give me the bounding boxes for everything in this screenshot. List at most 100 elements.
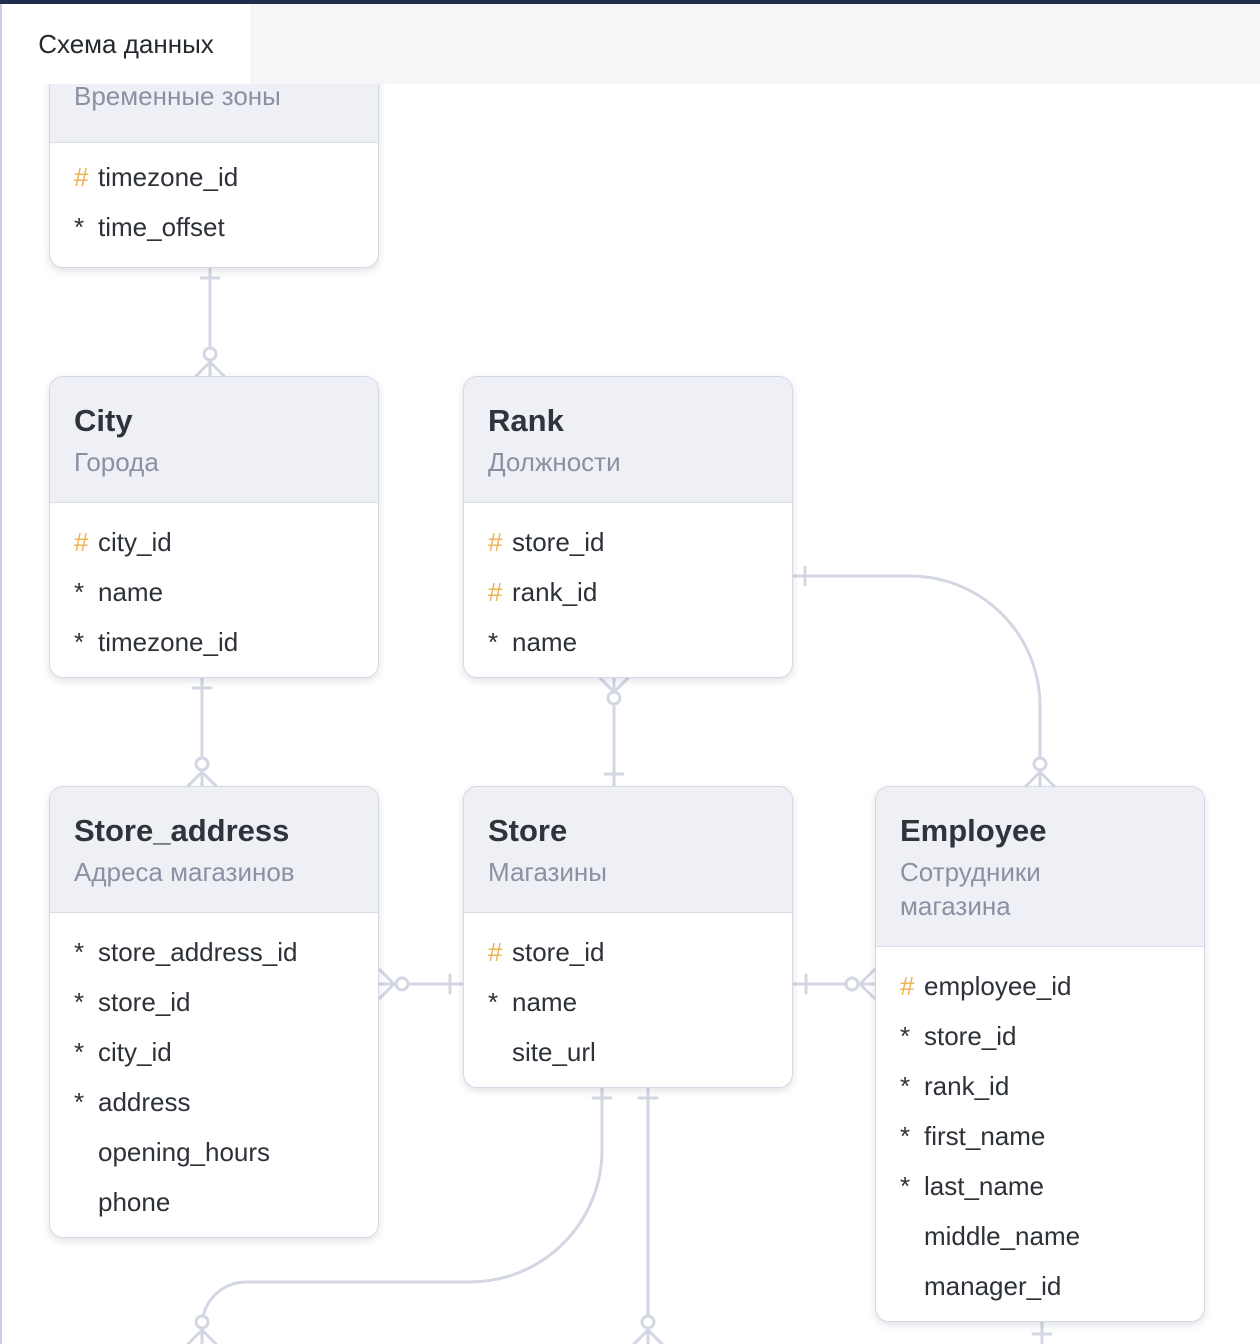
primary-key-marker: # — [74, 162, 89, 192]
attribute-row[interactable]: * city_id — [74, 1027, 354, 1077]
attribute-row[interactable]: * first_name — [900, 1111, 1180, 1161]
attribute-name: store_id — [512, 527, 605, 557]
required-marker: * — [900, 1171, 911, 1201]
link-rank-employee — [792, 565, 1056, 788]
entity-store[interactable]: Store Магазины # store_id * name site_url — [463, 786, 793, 1088]
attribute-name: manager_id — [924, 1271, 1062, 1301]
attribute-name: opening_hours — [98, 1137, 271, 1167]
attribute-list: # timezone_id * time_offset — [50, 143, 378, 252]
required-marker: * — [74, 627, 85, 657]
required-marker: * — [900, 1021, 911, 1051]
attribute-row[interactable]: # city_id — [74, 517, 354, 567]
entity-subtitle: Города — [74, 447, 159, 477]
attribute-row[interactable]: #employee_id — [900, 961, 1180, 1011]
attribute-list: #employee_id * store_id * rank_id * first_name… — [876, 947, 1204, 1311]
entity-name: Store — [488, 813, 568, 848]
attribute-row[interactable]: manager_id — [900, 1261, 1180, 1311]
entity-subtitle: Временные зоны — [74, 81, 281, 111]
attribute-row[interactable]: * last_name — [900, 1161, 1180, 1211]
attribute-name: rank_id — [924, 1071, 1010, 1101]
required-marker: * — [74, 212, 85, 242]
attribute-name: name — [98, 577, 164, 607]
required-marker: * — [74, 577, 85, 607]
link-store-lower-middle — [632, 1086, 664, 1344]
attribute-name: timezone_id — [98, 162, 239, 192]
attribute-name: rank_id — [512, 577, 598, 607]
entity-name: Store_address — [74, 813, 290, 848]
attribute-row[interactable]: # rank_id — [488, 567, 768, 617]
attribute-row[interactable]: site_url — [488, 1027, 768, 1077]
attribute-row[interactable]: * store_address_id — [74, 927, 354, 977]
attribute-row[interactable]: * store_id — [74, 977, 354, 1027]
attribute-name: name — [512, 987, 578, 1017]
entity-subtitle: Магазины — [488, 857, 607, 887]
link-store-store-address — [378, 968, 464, 1000]
attribute-row[interactable]: # store_id — [488, 927, 768, 977]
attribute-name: city_id — [98, 1037, 172, 1067]
link-rank-store — [598, 676, 630, 788]
entity-subtitle: Сотрудники магазина — [900, 857, 1041, 921]
attribute-name: store_address_id — [98, 937, 298, 967]
required-marker: * — [488, 627, 499, 657]
entity-rank[interactable]: Rank Должности # store_id # rank_id * name — [463, 376, 793, 678]
attribute-name: address — [98, 1087, 191, 1117]
attribute-name: store_id — [98, 987, 191, 1017]
required-marker: * — [900, 1121, 911, 1151]
required-marker: * — [74, 1037, 85, 1067]
entity-store-address[interactable]: Store_address Адреса магазинов * store_ad… — [49, 786, 379, 1238]
attribute-row[interactable]: # store_id — [488, 517, 768, 567]
attribute-list: # store_id # rank_id * name — [464, 503, 792, 667]
attribute-name: middle_name — [924, 1221, 1081, 1251]
required-marker: * — [900, 1071, 911, 1101]
primary-key-marker: # — [488, 527, 503, 557]
required-marker: * — [74, 937, 85, 967]
link-store-lower-left — [186, 1086, 613, 1344]
required-marker: * — [74, 987, 85, 1017]
attribute-row[interactable]: # timezone_id — [74, 152, 354, 202]
attribute-row[interactable]: *address — [74, 1077, 354, 1127]
attribute-name: time_offset — [98, 212, 225, 242]
attribute-row[interactable]: middle_name — [900, 1211, 1180, 1261]
primary-key-marker: # — [74, 527, 89, 557]
tab-data-schema[interactable]: Схема данных — [2, 4, 250, 84]
attribute-name: store_id — [924, 1021, 1017, 1051]
attribute-row[interactable]: * name — [488, 617, 768, 667]
entity-name: Rank — [488, 403, 564, 438]
entity-name: City — [74, 403, 133, 438]
panel-border — [0, 4, 2, 1344]
attribute-row[interactable]: phone — [74, 1177, 354, 1227]
attribute-name: city_id — [98, 527, 172, 557]
attribute-row[interactable]: * timezone_id — [74, 617, 354, 667]
attribute-row[interactable]: * store_id — [900, 1011, 1180, 1061]
attribute-row[interactable]: * time_offset — [74, 202, 354, 252]
attribute-name: last_name — [924, 1171, 1044, 1201]
entity-name: Employee — [900, 813, 1047, 848]
attribute-row[interactable]: * rank_id — [900, 1061, 1180, 1111]
link-city-store-address — [186, 676, 218, 788]
attribute-row[interactable]: * name — [74, 567, 354, 617]
link-timezone-city — [194, 266, 226, 378]
attribute-name: site_url — [512, 1037, 596, 1067]
attribute-name: phone — [98, 1187, 171, 1217]
entity-subtitle: Адреса магазинов — [74, 857, 295, 887]
link-store-employee — [792, 968, 876, 1000]
tab-label: Схема данных — [38, 28, 214, 59]
link-employee-below — [1031, 1320, 1053, 1344]
entity-employee[interactable]: Employee Сотрудники магазина #employee_i… — [875, 786, 1205, 1322]
entity-subtitle: Должности — [488, 447, 621, 477]
top-accent-bar — [0, 0, 1260, 4]
attribute-list: # city_id * name * timezone_id — [50, 503, 378, 667]
attribute-name: employee_id — [924, 971, 1072, 1001]
required-marker: * — [488, 987, 499, 1017]
attribute-name: store_id — [512, 937, 605, 967]
attribute-row[interactable]: opening_hours — [74, 1127, 354, 1177]
primary-key-marker: # — [488, 937, 503, 967]
attribute-name: name — [512, 627, 578, 657]
attribute-row[interactable]: * name — [488, 977, 768, 1027]
attribute-name: first_name — [924, 1121, 1046, 1151]
entity-city[interactable]: City Города # city_id * name * timezone_id — [49, 376, 379, 678]
attribute-name: timezone_id — [98, 627, 239, 657]
primary-key-marker: # — [488, 577, 503, 607]
